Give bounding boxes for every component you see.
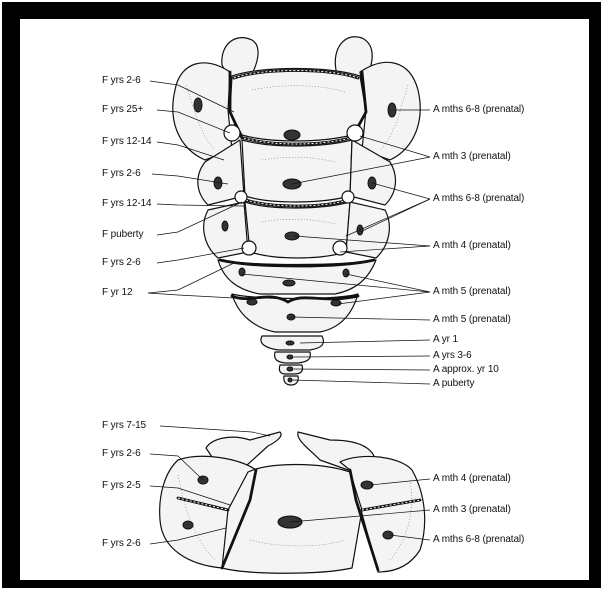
label-a-mths-6-8-lower-view: A mths 6-8 (prenatal) — [433, 534, 524, 545]
label-f-yrs-2-5: F yrs 2-5 — [102, 480, 141, 491]
label-f-yrs-2-6-upper: F yrs 2-6 — [102, 75, 141, 86]
label-f-yrs-2-6-lower: F yrs 2-6 — [102, 257, 141, 268]
label-a-mths-6-8-middle: A mths 6-8 (prenatal) — [433, 193, 524, 204]
label-a-yrs-3-6: A yrs 3-6 — [433, 350, 472, 361]
label-f-yrs-12-14-upper: F yrs 12-14 — [102, 136, 151, 147]
label-f-puberty: F puberty — [102, 229, 143, 240]
vertebra-s1 — [230, 69, 366, 142]
label-a-mth-3: A mth 3 (prenatal) — [433, 151, 511, 162]
label-a-mth-5-lower: A mth 5 (prenatal) — [433, 314, 511, 325]
label-a-puberty: A puberty — [433, 378, 474, 389]
label-a-yr-1: A yr 1 — [433, 334, 458, 345]
label-f-yrs-2-6-middle: F yrs 2-6 — [102, 168, 141, 179]
label-f-yrs-2-6-lower-view-top: F yrs 2-6 — [102, 448, 141, 459]
label-f-yrs-12-14-lower: F yrs 12-14 — [102, 198, 151, 209]
label-a-mth-3-lower-view: A mth 3 (prenatal) — [433, 504, 511, 515]
left-ala — [173, 63, 232, 160]
label-a-mth-4: A mth 4 (prenatal) — [433, 240, 511, 251]
label-a-mths-6-8-top: A mths 6-8 (prenatal) — [433, 104, 524, 115]
label-a-approx-yr-10: A approx. yr 10 — [433, 364, 499, 375]
label-f-yrs-2-6-lower-view-bottom: F yrs 2-6 — [102, 538, 141, 549]
label-a-mth-4-lower-view: A mth 4 (prenatal) — [433, 473, 511, 484]
label-f-yr-12: F yr 12 — [102, 287, 132, 298]
vertebra-s2 — [242, 140, 352, 202]
label-a-mth-5-upper: A mth 5 (prenatal) — [433, 286, 511, 297]
label-f-yrs-25-plus: F yrs 25+ — [102, 104, 143, 115]
label-f-yrs-7-15: F yrs 7-15 — [102, 420, 146, 431]
right-lateral-s3 — [346, 202, 389, 258]
